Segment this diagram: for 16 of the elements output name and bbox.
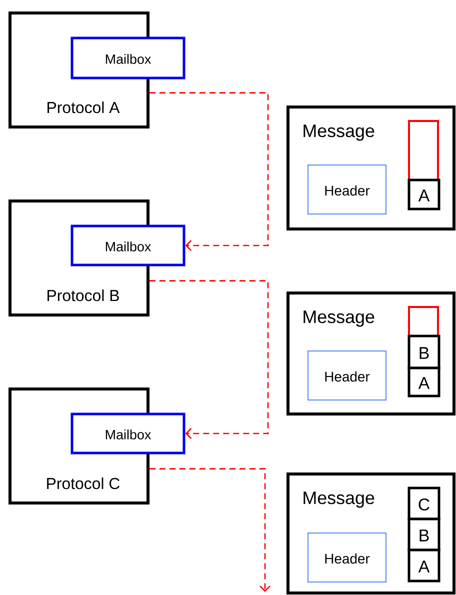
stack-cell: A <box>408 366 440 398</box>
stack-cell: A <box>408 178 440 210</box>
stack-cell: B <box>408 518 440 552</box>
header-box: Header <box>308 350 386 400</box>
stack-cell: B <box>408 334 440 370</box>
stack-cell: C <box>408 486 440 520</box>
mailbox-box: Mailbox <box>70 224 186 266</box>
empty-slot <box>408 306 439 337</box>
arrow <box>150 92 269 251</box>
arrow <box>150 280 269 439</box>
mailbox-box: Mailbox <box>70 412 186 454</box>
header-box: Header <box>308 164 386 214</box>
header-box: Header <box>308 532 386 582</box>
arrow <box>150 468 270 592</box>
stack-cell: A <box>408 548 440 582</box>
mailbox-box: Mailbox <box>70 36 186 80</box>
